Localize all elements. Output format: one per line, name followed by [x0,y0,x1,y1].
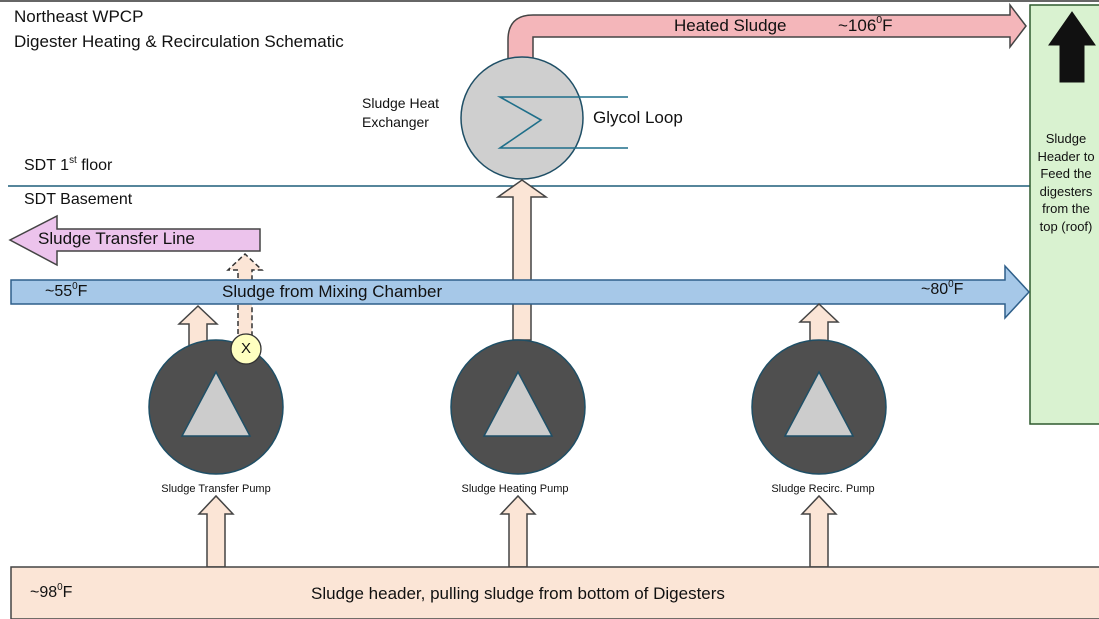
transfer-pump-inlet-arrow [197,494,235,568]
heat-exchanger-label: Sludge Heat Exchanger [362,94,439,132]
level-label-first-floor: SDT 1st floor [24,154,113,174]
mixing-left-temp: ~550F [45,280,88,300]
feed-header-line: digesters [1039,183,1093,199]
sludge-transfer-line-arrow [8,214,261,267]
feed-header-line: top (roof) [1039,218,1093,234]
heated-sludge-temp: ~1060F [838,14,893,35]
pump-triangle-icon [482,370,554,437]
sludge-transfer-line-label: Sludge Transfer Line [38,229,195,248]
heat-exchanger-vessel [460,56,584,180]
heat-exchanger-label-line1: Sludge Heat [362,95,440,111]
pump-label-transfer: Sludge Transfer Pump [161,483,271,495]
feed-header-note: Sludge Header to Feed the digesters from… [1030,130,1099,235]
feed-header-line: from the [1042,201,1090,216]
sludge-heating-pump [450,339,586,475]
heated-sludge-label: Heated Sludge [674,16,787,35]
glycol-loop-label: Glycol Loop [593,108,683,127]
feed-header-line: Header to [1037,148,1095,164]
valve-symbol: X [240,340,251,357]
valve-icon [230,333,262,365]
mixing-chamber-pipe [10,264,1031,320]
bottom-header-label: Sludge header, pulling sludge from botto… [311,584,725,603]
level-label-basement: SDT Basement [24,191,133,208]
heated-sludge-pipe [507,2,1027,63]
heat-exchanger-label-line2: Exchanger [362,114,429,130]
bottom-header-temp: ~980F [30,581,73,601]
diagram-title-line2: Digester Heating & Recirculation Schemat… [14,32,344,51]
feed-up-arrow-icon [1048,11,1096,83]
pump-triangle-icon [180,370,252,437]
sludge-recirc-pump [751,339,887,475]
heating-pump-inlet-arrow [499,494,537,568]
sludge-transfer-pump [148,339,284,475]
heating-riser-arrow [495,179,549,341]
glycol-loop-coil [496,96,628,149]
pump-label-heating: Sludge Heating Pump [461,483,569,495]
pump-label-recirc: Sludge Recirc. Pump [771,483,875,495]
diagram-title-line1: Northeast WPCP [14,7,144,26]
pump-triangle-icon [783,370,855,437]
mixing-chamber-label: Sludge from Mixing Chamber [222,282,443,301]
bottom-sludge-header [10,566,1099,619]
feed-header-line: Sludge [1045,131,1087,146]
feed-header-line: Feed the [1040,166,1092,181]
mixing-right-temp: ~800F [921,278,964,298]
recirc-pump-inlet-arrow [800,494,838,568]
